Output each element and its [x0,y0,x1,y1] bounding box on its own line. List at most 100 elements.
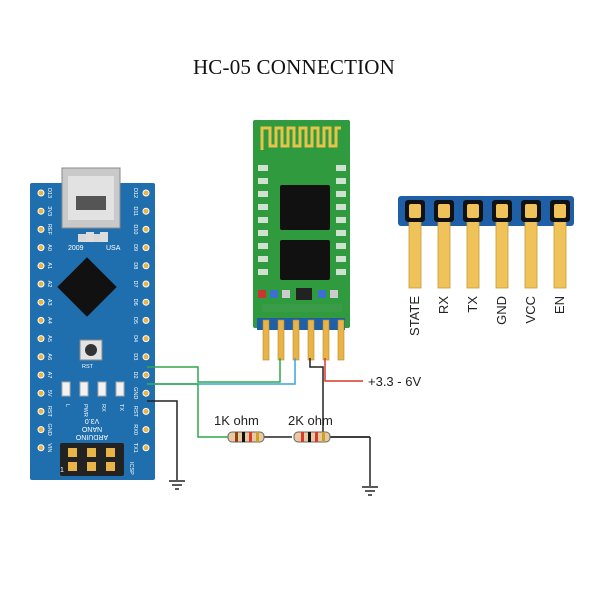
arduino-pin-hole [37,335,45,343]
header-pin-top [409,204,421,218]
hc05-module [253,120,350,328]
arduino-pin-hole [142,262,150,270]
arduino-name-label: ARDUINO [75,433,108,440]
pin-header-detail [398,196,574,289]
arduino-pin-hole [142,189,150,197]
arduino-pin-hole [142,371,150,379]
header-pin-top [467,204,479,218]
arduino-model-label: NANO [81,425,102,432]
header-pin-label: TX [465,296,480,313]
arduino-left-pin-label: A5 [46,335,52,342]
arduino-right-pin-label: D11 [132,206,138,216]
diagram-title: HC-05 CONNECTION [192,55,396,79]
arduino-pin-hole [37,426,45,434]
arduino-led-row: L PWR RX TX [61,381,125,417]
arduino-pin-hole [142,298,150,306]
arduino-pin-hole [37,280,45,288]
arduino-led [97,381,107,397]
arduino-pin-hole [37,371,45,379]
wire-green-d3-tx [147,358,281,383]
arduino-left-pin-label: A6 [46,353,52,360]
arduino-right-pin-label: D6 [132,299,138,306]
arduino-pin-hole [142,225,150,233]
arduino-right-pin-label: RST [132,406,138,418]
arduino-left-pin-label: A4 [46,317,52,324]
arduino-left-pin-label: A7 [46,372,52,379]
arduino-left-pin-label: GND [46,423,52,435]
arduino-pin-hole [142,426,150,434]
hc05-pin [277,319,285,361]
arduino-right-pin-label: D4 [132,335,138,342]
hc05-pin [307,319,315,361]
wire-green-divider [147,383,230,438]
arduino-led [61,381,71,397]
header-pin-top [554,204,566,218]
arduino-pin-hole [37,244,45,252]
arduino-nano-board [30,167,155,480]
header-pin-top [525,204,537,218]
arduino-pin-hole [37,389,45,397]
arduino-left-pin-label: A0 [46,244,52,251]
arduino-right-pin-label: D9 [132,244,138,251]
arduino-right-pin-label: D7 [132,280,138,287]
header-pin-label: STATE [407,296,422,336]
arduino-pin-hole [37,316,45,324]
arduino-led-label: L [64,404,70,407]
arduino-right-pin-label: D10 [132,224,138,234]
hc05-pin [292,319,300,361]
arduino-pin-hole [142,207,150,215]
arduino-pin-hole [142,353,150,361]
arduino-pin-hole [37,298,45,306]
wires [147,358,371,486]
arduino-led-label: PWR [82,404,88,417]
arduino-pin-hole [37,207,45,215]
arduino-year-label: 2009 [68,245,84,252]
hc05-pin [262,319,270,361]
arduino-left-pin-label: A3 [46,299,52,306]
arduino-right-pin-label: D12 [132,188,138,198]
resistor-1k [227,431,265,443]
arduino-led-label: TX [118,404,124,411]
resistor-2k [293,431,331,443]
header-pin-top [438,204,450,218]
arduino-right-pin-label: RX0 [132,424,138,435]
header-pin-label: EN [552,296,567,314]
arduino-pin-hole [142,280,150,288]
arduino-left-pin-label: A2 [46,281,52,288]
arduino-pin-hole [142,444,150,452]
arduino-pin-hole [142,316,150,324]
arduino-pin-hole [37,407,45,415]
arduino-left-pin-label: 5V [46,390,52,397]
arduino-pin-hole [142,244,150,252]
wire-blue-d2-rx [147,358,296,385]
arduino-pin-hole [142,407,150,415]
power-label: +3.3 - 6V [368,374,421,389]
arduino-pin-hole [37,262,45,270]
header-pin-label: RX [436,296,451,314]
arduino-led [115,381,125,397]
hc05-header-housing [257,318,345,330]
arduino-left-pin-label: REF [46,224,52,236]
arduino-right-pin-label: D8 [132,262,138,269]
arduino-right-pin-label: GND [132,387,138,399]
arduino-pin-hole [142,389,150,397]
arduino-right-pin-label: D3 [132,353,138,360]
header-pin-top [496,204,508,218]
header-pin-label: GND [494,296,509,325]
arduino-right-pin-label: TX1 [132,443,138,453]
arduino-pin1-label: 1 [60,467,64,474]
arduino-led-label: RX [100,404,106,412]
hc05-pin-header [257,318,345,361]
arduino-left-pin-label: RST [46,406,52,418]
arduino-pin-hole [37,444,45,452]
resistor-2k-label: 2K ohm [288,413,333,428]
arduino-usa-label: USA [106,245,121,252]
ground-symbol-hc05 [362,486,378,496]
arduino-led [79,381,89,397]
arduino-version-label: V3.0 [85,417,100,424]
arduino-rst-label: RST [82,364,94,370]
arduino-left-pin-label: 3V3 [46,206,52,216]
